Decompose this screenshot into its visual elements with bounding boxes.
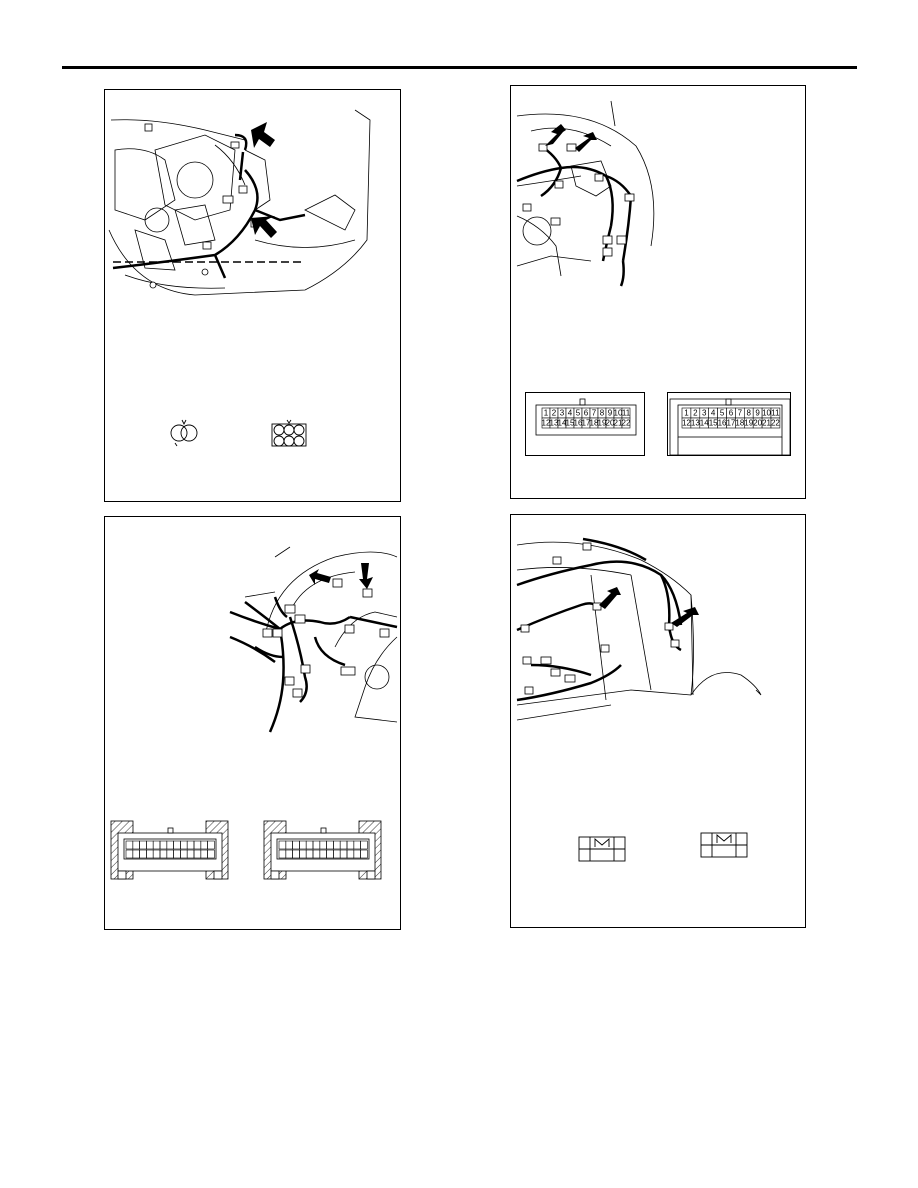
4-pin-connector-icon (700, 832, 748, 858)
instrument-panel-illustration (516, 100, 655, 287)
pointer-arrow-icon (575, 132, 597, 152)
connector-pin-cavity (360, 849, 368, 859)
connector-pin-number: 14 (700, 419, 709, 428)
connector-pin-number: 13 (550, 419, 559, 428)
multi-pin-connector-icon (110, 820, 229, 880)
connector-pin-number: 18 (735, 419, 744, 428)
connector-pin-number: 11 (771, 409, 780, 418)
rear-body-illustration (516, 537, 762, 721)
header-rule (62, 66, 857, 69)
connector-pin-number: 1 (544, 409, 549, 418)
connector-pin-number: 6 (584, 409, 589, 418)
connector-pin-number: 14 (558, 419, 567, 428)
round-2-pin-connector-icon (170, 419, 198, 447)
connector-pin-number: 12 (542, 419, 551, 428)
panel-instrument-lower (104, 516, 401, 930)
connector-pin-cell (621, 417, 631, 429)
connector-pin-number: 17 (726, 419, 735, 428)
connector-pin-number: 3 (702, 409, 707, 418)
multi-pin-connector-icon (263, 820, 382, 880)
connector-pin-cavity (207, 840, 215, 850)
connector-pin-number: 17 (582, 419, 591, 428)
connector-pin-cavity (360, 840, 368, 850)
connector-pin-number: 3 (560, 409, 565, 418)
connector-pin-number: 20 (753, 419, 762, 428)
connector-pin-number: 21 (762, 419, 771, 428)
connector-pin-number: 1 (684, 409, 689, 418)
panel-engine-compartment (104, 89, 401, 502)
connector-pin-number: 5 (720, 409, 725, 418)
pointer-arrow-icon (545, 124, 566, 146)
connector-pin-number: 6 (729, 409, 734, 418)
pointer-arrow-icon (599, 587, 621, 609)
connector-pin-number: 18 (590, 419, 599, 428)
connector-pin-number: 10 (762, 409, 771, 418)
connector-pin-number: 19 (744, 419, 753, 428)
connector-pin-number: 10 (614, 409, 623, 418)
connector-pin-number: 7 (738, 409, 743, 418)
connector-pin-number: 4 (568, 409, 573, 418)
connector-pin-number: 9 (608, 409, 613, 418)
connector-pin-number: 9 (755, 409, 760, 418)
connector-pin-number: 21 (614, 419, 623, 428)
connector-pin-number: 12 (682, 419, 691, 428)
pointer-arrow-icon (359, 563, 373, 589)
connector-pin-number: 22 (622, 419, 631, 428)
connector-pin-number: 7 (592, 409, 597, 418)
connector-pin-number: 16 (574, 419, 583, 428)
connector-pin-number: 4 (711, 409, 716, 418)
connector-pin-cavity (207, 849, 215, 859)
pointer-arrow-icon (671, 607, 699, 627)
connector-pin-cell (770, 417, 781, 429)
connector-pin-number: 15 (709, 419, 718, 428)
connector-pin-number: 11 (622, 409, 631, 418)
pointer-arrow-icon (251, 216, 277, 238)
instrument-panel-lower-illustration (229, 546, 398, 733)
connector-pin-number: 5 (576, 409, 581, 418)
connector-pin-number: 8 (600, 409, 605, 418)
connector-pin-number: 2 (693, 409, 698, 418)
connector-pin-number: 8 (747, 409, 752, 418)
4-pin-connector-icon (578, 836, 626, 862)
connector-pin-number: 13 (691, 419, 700, 428)
connector-pin-number: 22 (771, 419, 780, 428)
connector-pin-number: 2 (552, 409, 557, 418)
connector-pin-number: 19 (598, 419, 607, 428)
connector-pin-number: 16 (718, 419, 727, 428)
connector-pin-number: 20 (606, 419, 615, 428)
pointer-arrow-icon (309, 569, 331, 585)
engine-compartment-illustration (108, 109, 371, 296)
connector-pin-number: 15 (566, 419, 575, 428)
panel-rear-body (510, 514, 806, 928)
pointer-arrow-icon (251, 122, 275, 148)
6-pin-connector-icon (271, 419, 307, 447)
